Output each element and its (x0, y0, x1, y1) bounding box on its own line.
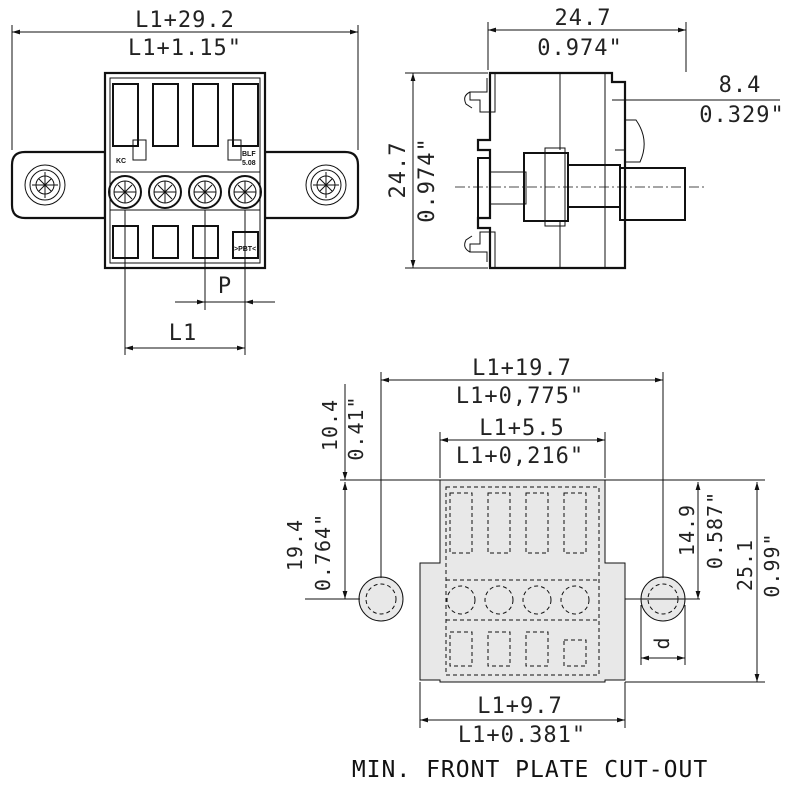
dim-overall-width-in: L1+1.15" (128, 36, 242, 61)
left-hole-icon (358, 576, 404, 622)
cutout-caption: MIN. FRONT PLATE CUT-OUT (352, 757, 708, 783)
dim-height-mm: 24.7 (386, 142, 411, 199)
dim-right-height-mm: 14.9 (675, 504, 699, 556)
dim-total-height-in: 0.99" (760, 532, 784, 597)
cutout-view: L1+19.7 L1+0,775" L1+5.5 L1+0,216" L1+9.… (283, 356, 784, 783)
dim-depth-in: 0.974" (537, 36, 622, 61)
clamp-4-icon (228, 175, 262, 209)
dim-total-height-mm: 25.1 (733, 539, 757, 591)
side-view: 24.7 0.974" 8.4 0.329" 24.7 0.974" (386, 6, 784, 270)
dim-left-height-in: 0.764" (311, 513, 335, 591)
dim-depth-mm: 24.7 (555, 6, 612, 31)
dim-top-offset-in: 0.41" (344, 395, 368, 460)
marking-pitch: 5.08 (242, 160, 256, 167)
dim-top-offset-mm: 10.4 (318, 399, 342, 451)
dim-height-in: 0.974" (415, 137, 440, 222)
connector-body (103, 71, 267, 270)
clamp-2-icon (148, 175, 182, 209)
clamp-3-icon (188, 175, 222, 209)
dim-body-width-in: L1+0,216" (456, 444, 584, 469)
dim-body-width-mm: L1+5.5 (479, 416, 564, 441)
marking-blf: BLF (242, 151, 256, 158)
dim-l1: L1 (169, 321, 198, 346)
dim-hole-d: d (650, 636, 674, 649)
dim-flange-width-in: L1+0,775" (456, 384, 584, 409)
clamp-1-icon (108, 175, 142, 209)
dim-overall-width-mm: L1+29.2 (135, 8, 235, 33)
marking-kc: KC (116, 158, 126, 165)
dim-cutout-width-mm: L1+9.7 (477, 694, 562, 719)
dim-right-height-in: 0.587" (703, 491, 727, 569)
dim-plate-offset-mm: 8.4 (719, 73, 762, 98)
dim-pitch: P (218, 274, 232, 299)
side-housing (476, 71, 627, 270)
left-flange (10, 150, 107, 220)
dim-left-height-mm: 19.4 (283, 519, 307, 571)
dim-cutout-width-in: L1+0.381" (458, 723, 586, 748)
dim-flange-width-mm: L1+19.7 (472, 356, 572, 381)
front-view: KC BLF 5.08 >PBT< L1+29.2 L1+1.15" P L1 (10, 8, 360, 355)
cutout-outline (419, 479, 626, 683)
dim-plate-offset-in: 0.329" (699, 103, 784, 128)
